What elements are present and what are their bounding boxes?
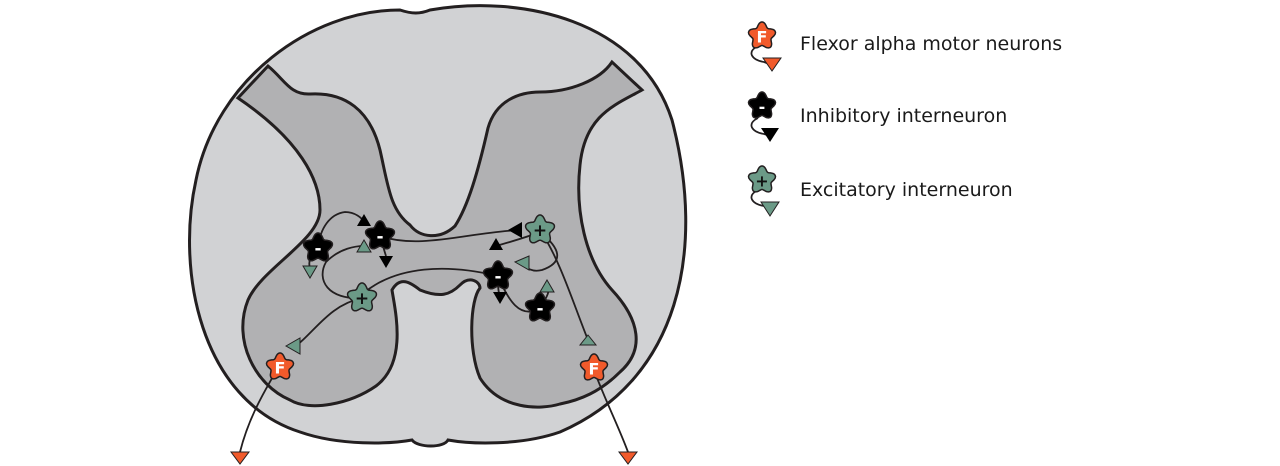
motor-neuron-left-body	[265, 352, 295, 380]
inhibitory-interneuron-symbol: -	[314, 239, 321, 259]
legend-excitatory-neuron-icon-symbol: +	[755, 172, 768, 191]
excitatory-terminal	[356, 239, 372, 253]
legend-excitatory-neuron-icon-body	[747, 165, 777, 193]
legend-inhibitory-neuron-icon: -	[747, 91, 777, 119]
excitatory-terminal	[302, 265, 318, 279]
excitatory-interneuron-symbol: +	[533, 221, 547, 241]
excitatory-terminal	[539, 279, 555, 293]
motor-neuron-right-body	[579, 353, 609, 381]
legend-inhibitory-neuron-icon-symbol: -	[759, 98, 766, 117]
axon-path	[379, 229, 521, 243]
axon-path	[317, 211, 365, 249]
inhibitory-interneuron-symbol: -	[494, 267, 501, 287]
legend-motor-neuron-icon: F	[747, 21, 777, 49]
inhibitory-terminal	[357, 214, 371, 226]
legend-motor-terminal	[762, 57, 782, 72]
legend-label-inhibitory: Inhibitory interneuron	[800, 105, 1007, 127]
inhibitory-terminal	[493, 292, 507, 304]
legend-inhibitory-neuron-icon-body	[747, 91, 777, 119]
inhibitory-terminal	[489, 238, 503, 250]
motor-terminal	[230, 451, 250, 465]
inhibitory-interneuron-symbol: -	[536, 299, 543, 319]
motor-neuron-left-symbol: F	[275, 359, 286, 378]
synaptic-terminals	[230, 214, 638, 465]
diagram-neurons: F F - - - - + +	[265, 214, 609, 381]
inhibitory-interneuron: -	[364, 220, 396, 250]
inhibitory-interneuron-body	[302, 232, 334, 262]
motor-neuron-right-symbol: F	[589, 360, 600, 379]
legend-excitatory-terminal	[760, 201, 780, 217]
inhibitory-interneuron: -	[524, 292, 556, 322]
excitatory-interneuron: +	[346, 282, 378, 312]
excitatory-terminal	[578, 334, 598, 346]
inhibitory-terminal	[379, 256, 393, 268]
inhibitory-interneuron-body	[482, 260, 514, 290]
inhibitory-interneuron-body	[524, 292, 556, 322]
axon-path	[321, 245, 365, 299]
legend-label-excitatory: Excitatory interneuron	[800, 179, 1013, 201]
legend-icons: F - +	[747, 21, 777, 193]
excitatory-interneuron: +	[524, 214, 556, 244]
legend-motor-neuron-icon-symbol: F	[757, 28, 768, 47]
legend-excitatory-neuron-icon: +	[747, 165, 777, 193]
inhibitory-interneuron: -	[302, 232, 334, 262]
motor-neuron-left: F	[265, 352, 295, 380]
legend-label-motor: Flexor alpha motor neurons	[800, 33, 1062, 55]
inhibitory-interneuron-symbol: -	[376, 227, 383, 247]
excitatory-interneuron-body	[346, 282, 378, 312]
excitatory-interneuron-body	[524, 214, 556, 244]
inhibitory-terminal	[508, 222, 522, 238]
inhibitory-interneuron-body	[364, 220, 396, 250]
motor-terminal	[618, 451, 638, 465]
legend-motor-neuron-icon-body	[747, 21, 777, 49]
motor-neuron-right: F	[579, 353, 609, 381]
gray-matter	[235, 59, 645, 409]
legend: F - + Flexor alpha motor neurons Inhibitor…	[747, 21, 1062, 217]
excitatory-terminal	[284, 337, 301, 355]
inhibitory-interneuron: -	[482, 260, 514, 290]
excitatory-interneuron-symbol: +	[355, 289, 369, 309]
legend-inhibitory-terminal	[761, 128, 779, 142]
excitatory-terminal	[513, 255, 530, 271]
